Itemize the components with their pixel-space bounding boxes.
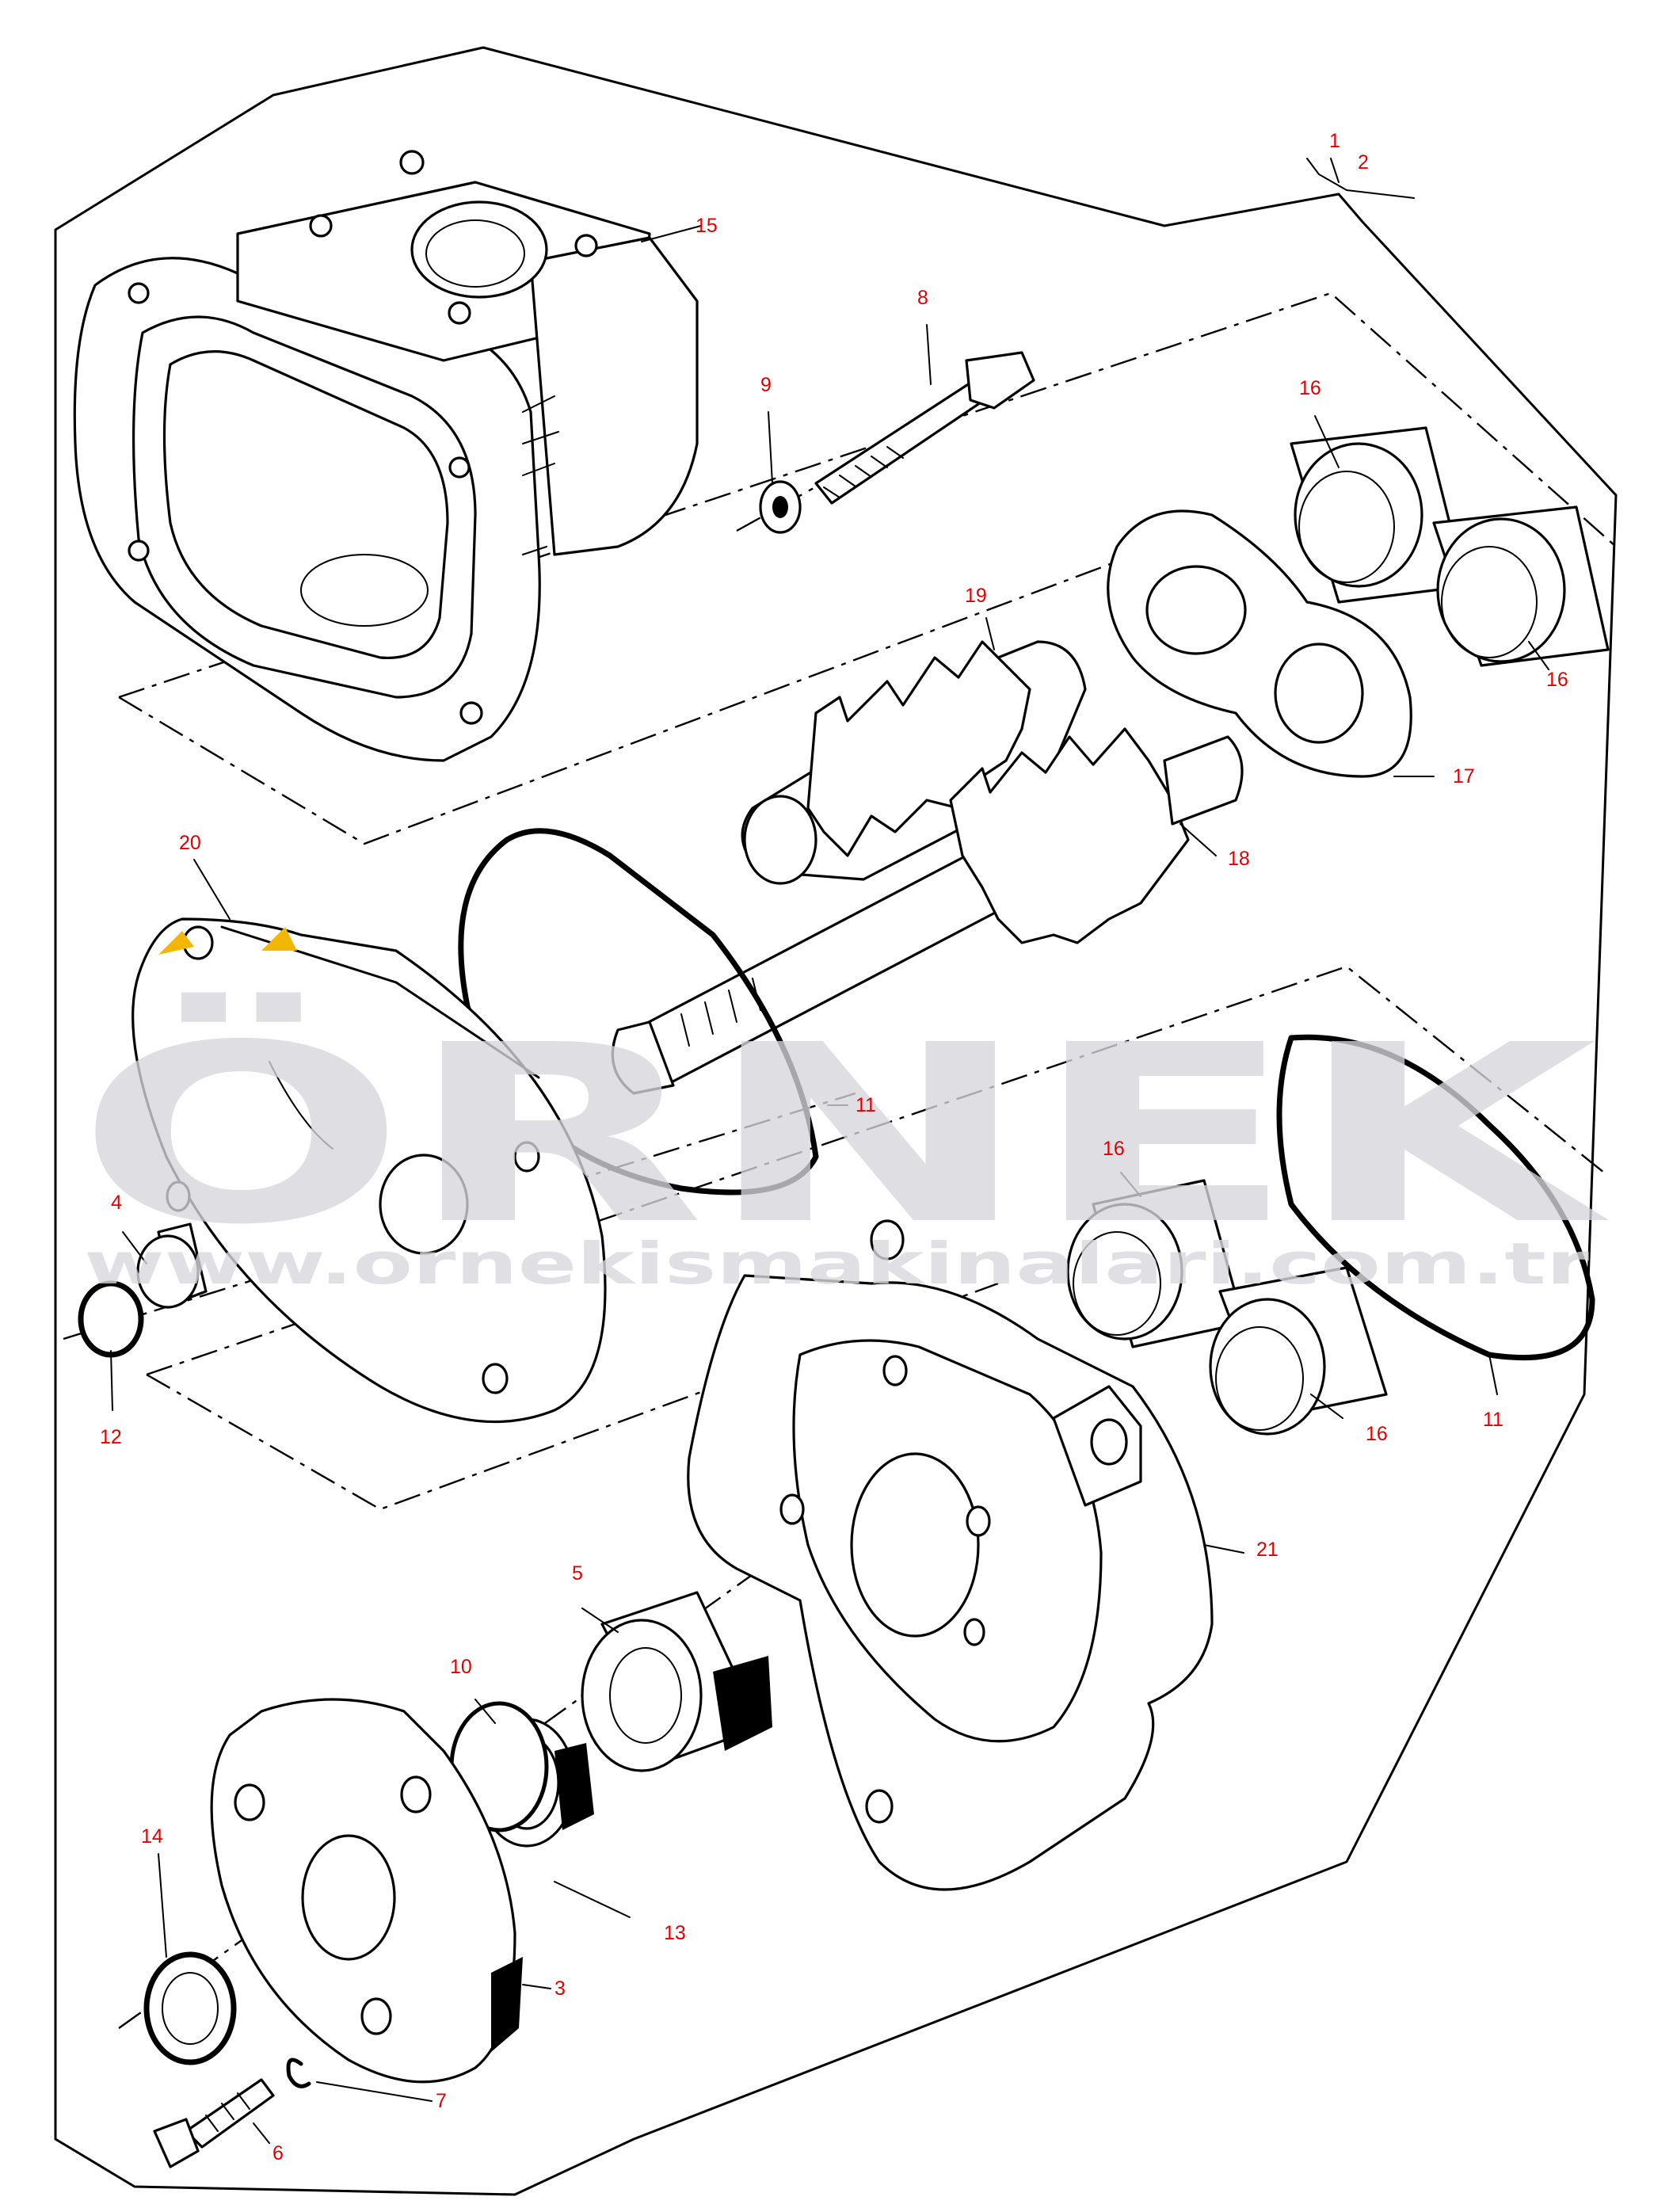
bushing-upper-right — [1432, 505, 1610, 667]
callout-1: 1 — [1329, 130, 1340, 152]
bushing-lower-left — [1066, 1179, 1245, 1348]
watermark: ÖRNEK www.ornekismakinalari.com.tr — [76, 927, 1611, 1297]
o-ring-lower — [1276, 1034, 1595, 1361]
bolt-long — [814, 351, 1035, 505]
callout-14: 14 — [141, 1825, 163, 1848]
callout-20: 20 — [179, 832, 201, 854]
callout-5: 5 — [572, 1562, 583, 1585]
callout-2: 2 — [1358, 151, 1369, 174]
callout-15: 15 — [695, 215, 718, 237]
callout-11-upper: 11 — [856, 1094, 876, 1116]
leader-lines — [110, 158, 1549, 2144]
callout-13: 13 — [664, 1922, 686, 1944]
callout-21: 21 — [1256, 1539, 1279, 1561]
ball-bearing — [581, 1591, 772, 1772]
callout-3: 3 — [554, 1977, 566, 2000]
spacer-ring — [136, 1222, 208, 1309]
callout-12: 12 — [100, 1426, 122, 1448]
callout-16-right: 16 — [1546, 669, 1568, 691]
callouts: 1 2 3 4 5 6 7 8 9 10 11 11 12 13 14 15 1… — [100, 130, 1568, 2164]
axis-lower — [63, 1092, 856, 1341]
guide-upper — [118, 292, 1617, 699]
washer-7 — [286, 2058, 311, 2088]
callout-17: 17 — [1453, 765, 1475, 788]
callout-9: 9 — [760, 374, 772, 396]
callout-16-top: 16 — [1299, 377, 1321, 399]
wear-plate — [1107, 509, 1412, 778]
seal-ring-14 — [143, 1951, 237, 2065]
bolt-short — [153, 2078, 275, 2168]
watermark-brand: ÖRNEK — [76, 990, 1611, 1279]
watermark-url: www.ornekismakinalari.com.tr — [84, 1230, 1590, 1297]
guide-middle — [146, 965, 1605, 1376]
callout-4: 4 — [111, 1192, 122, 1214]
callout-19: 19 — [965, 585, 987, 607]
callout-10: 10 — [450, 1656, 472, 1678]
callout-11-lower: 11 — [1483, 1409, 1503, 1431]
callout-16-middle: 16 — [1103, 1138, 1125, 1160]
guide-upper-return — [118, 521, 1221, 845]
driven-gear-shaft — [611, 727, 1244, 1095]
frame-outline — [54, 46, 1618, 2196]
watermark-accent-icon — [158, 927, 297, 955]
callout-8: 8 — [917, 287, 928, 309]
callout-18: 18 — [1228, 848, 1250, 870]
rear-cover-housing — [687, 1219, 1214, 1891]
o-ring-upper — [458, 828, 819, 1196]
mounting-flange — [210, 1698, 523, 2084]
front-cover-plate — [131, 917, 607, 1424]
callout-16-bottom: 16 — [1366, 1423, 1388, 1445]
callout-6: 6 — [272, 2142, 284, 2164]
frame-corner-mark — [1306, 158, 1415, 199]
pump-body — [73, 150, 699, 762]
bushing-lower-right — [1209, 1266, 1388, 1436]
callout-7: 7 — [436, 2090, 447, 2112]
drive-gear-upper — [741, 640, 1087, 885]
